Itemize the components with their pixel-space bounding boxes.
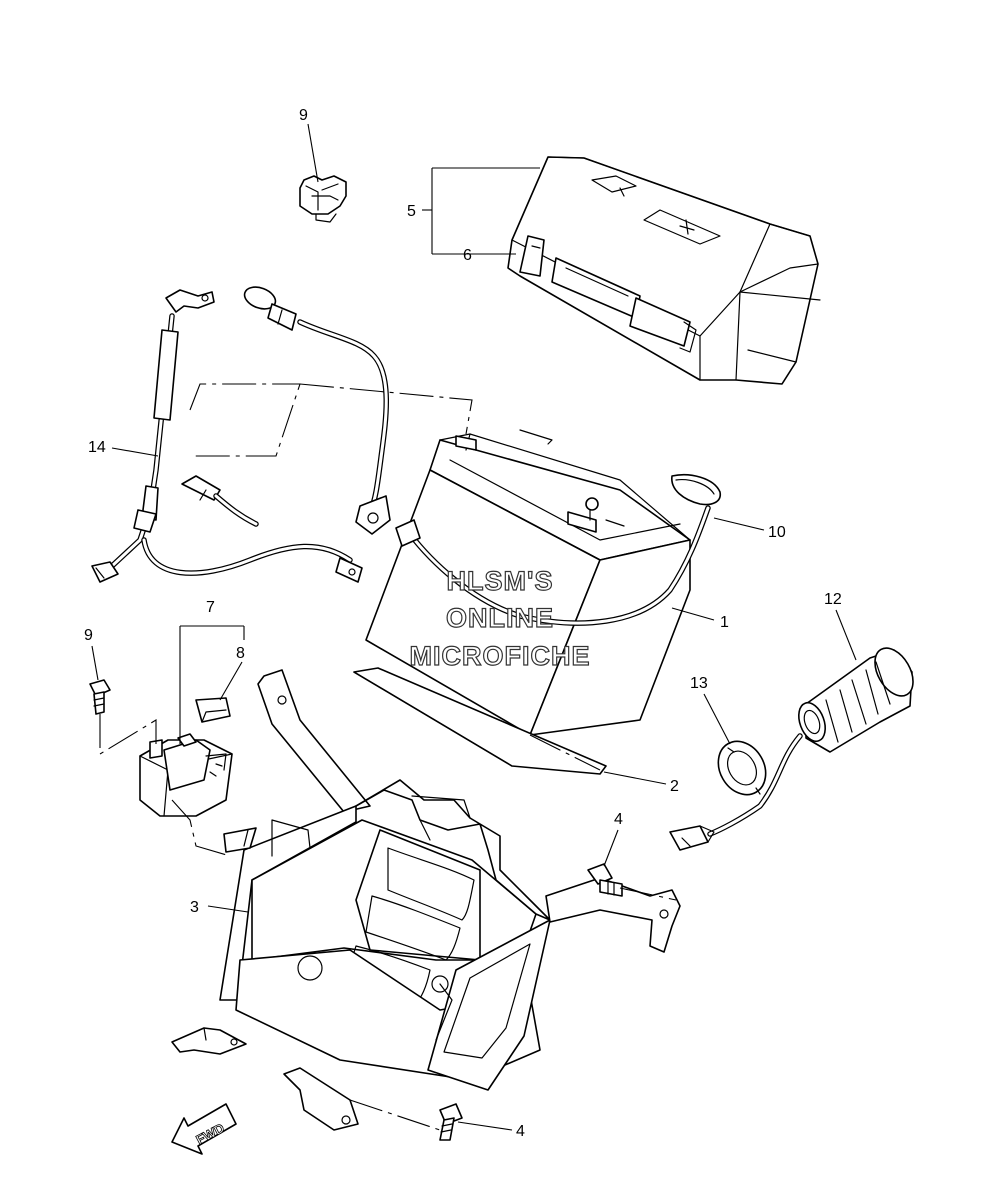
- callout-10: 10: [768, 524, 786, 541]
- socket-part-12: [669, 647, 914, 851]
- fuse-part-8: [195, 697, 231, 723]
- callout-6: 6: [463, 247, 472, 264]
- watermark-line2: ONLINE: [446, 603, 554, 633]
- leader-lines: [91, 123, 857, 1131]
- watermark: HLSM'S ONLINE MICROFICHE: [409, 565, 591, 671]
- watermark-line1: HLSM'S: [447, 566, 554, 596]
- bolt-part-4-upper: [587, 863, 623, 897]
- callout-2: 2: [670, 778, 679, 795]
- fwd-direction-arrow: FWD: [171, 1103, 237, 1155]
- battery-part-1: [365, 429, 691, 736]
- callout-11: 9: [299, 107, 308, 124]
- callout-8: 8: [236, 645, 245, 662]
- callout-13: 13: [690, 675, 708, 692]
- negative-cable: [243, 286, 391, 535]
- battery-pad-part-2: [353, 667, 607, 775]
- battery-box-part-3: [171, 669, 681, 1131]
- callout-1: 1: [720, 614, 729, 631]
- cable-clip-part-11: [299, 175, 347, 223]
- bolt-part-9: [89, 679, 111, 715]
- callout-9: 9: [84, 627, 93, 644]
- nut-part-13: [717, 740, 767, 796]
- starter-relay-part-7: [139, 733, 233, 817]
- callout-5: 5: [407, 203, 416, 220]
- callout-14: 14: [88, 439, 106, 456]
- callout-4-upper: 4: [614, 811, 623, 828]
- callout-4-lower: 4: [516, 1123, 525, 1140]
- watermark-line3: MICROFICHE: [410, 641, 591, 671]
- cover-strap-part-6: [519, 235, 697, 353]
- lead-wire-part-14: [91, 289, 363, 583]
- callout-12: 12: [824, 591, 842, 608]
- callout-numbers: 9 5 6 14 10 1 12 7 8 9 13 2 4 3 4: [84, 107, 842, 1140]
- bolt-part-4-lower: [439, 1103, 463, 1141]
- positive-cable-part-10: [395, 474, 722, 626]
- callout-3: 3: [190, 899, 199, 916]
- fwd-label: FWD: [194, 1120, 227, 1147]
- callout-7: 7: [206, 599, 215, 616]
- assembly-dash-lines: [99, 383, 677, 1131]
